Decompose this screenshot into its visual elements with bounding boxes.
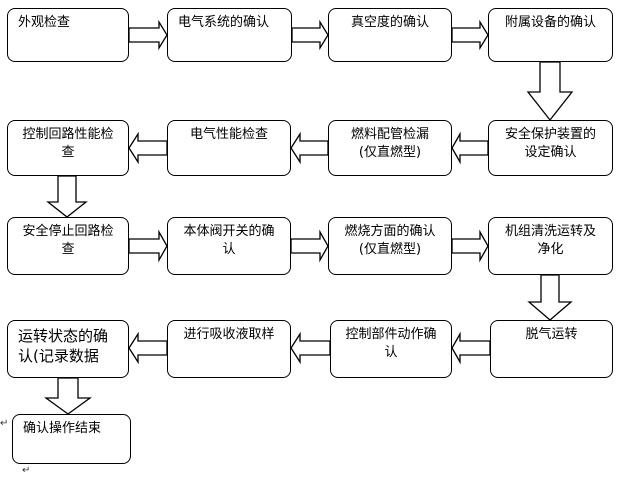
node-appearance-check: 外观检查 [7, 8, 129, 62]
arrow-left-1 [451, 131, 489, 165]
arrow-right-5 [290, 229, 329, 263]
node-combustion-confirm: 燃烧方面的确认 (仅直燃型) [328, 217, 452, 275]
node-safety-device-setting-confirm: 安全保护装置的 设定确认 [488, 120, 613, 176]
arrow-right-1 [128, 19, 168, 51]
arrow-left-4 [451, 331, 491, 365]
paragraph-mark-1: ↵ [0, 418, 9, 429]
arrow-left-6 [128, 331, 168, 365]
node-electrical-performance-check: 电气性能检查 [167, 120, 291, 176]
arrow-down-3 [527, 274, 573, 321]
node-unit-cleaning-purification: 机组清洗运转及 净化 [488, 217, 613, 275]
node-safety-stop-circuit-check: 安全停止回路检 查 [7, 217, 129, 275]
node-control-parts-action-confirm: 控制部件动作确 认 [330, 320, 452, 378]
arrow-right-3 [451, 19, 489, 51]
node-degassing-operation: 脱气运转 [490, 320, 613, 378]
node-operation-end-confirm: 确认操作结束 [12, 414, 131, 464]
arrow-down-2 [46, 175, 88, 218]
arrow-left-2 [290, 131, 329, 165]
arrow-down-4 [44, 377, 92, 415]
node-fuel-pipe-leak-check: 燃料配管检漏 (仅直燃型) [328, 120, 452, 176]
arrow-down-1 [526, 61, 574, 122]
node-control-circuit-check: 控制回路性能检 查 [7, 120, 129, 176]
node-valve-open-close-confirm: 本体阀开关的确 认 [167, 217, 291, 275]
arrow-right-6 [451, 229, 489, 263]
arrow-left-5 [290, 331, 331, 365]
paragraph-mark-2: ↵ [22, 465, 31, 476]
node-absorbent-sampling: 进行吸收液取样 [167, 320, 291, 378]
arrow-right-4 [128, 229, 168, 263]
arrow-right-2 [291, 19, 329, 51]
arrow-left-3 [128, 131, 168, 165]
node-vacuum-confirm: 真空度的确认 [328, 8, 452, 62]
